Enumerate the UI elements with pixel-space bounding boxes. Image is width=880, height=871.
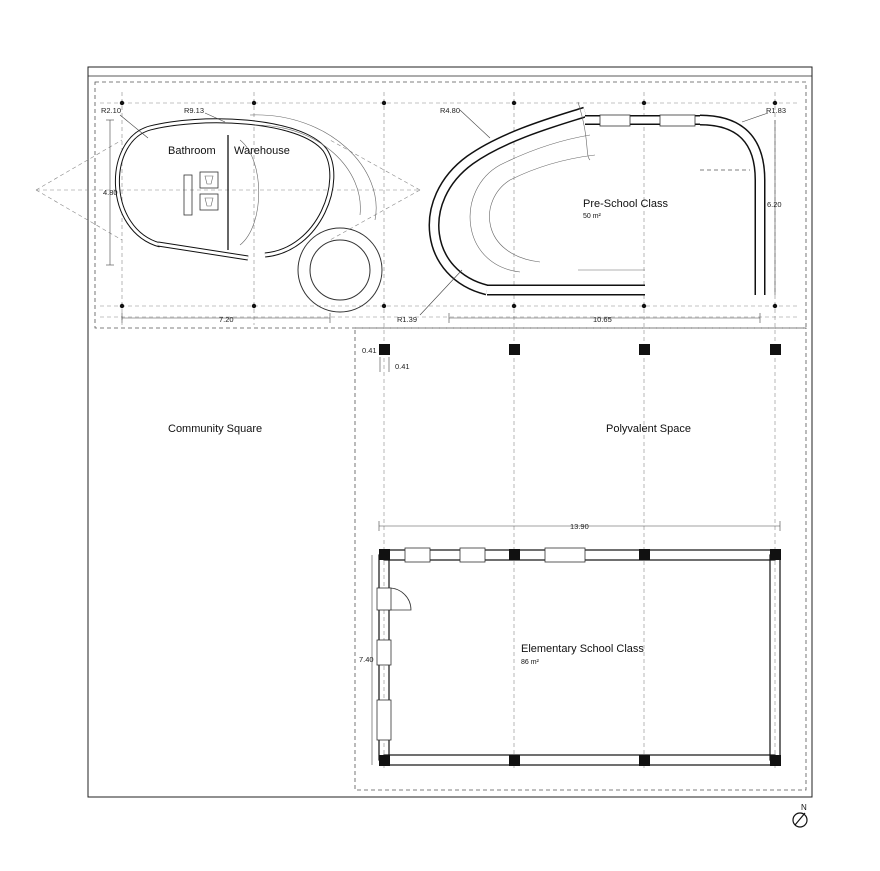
preschool-area: 50 m² bbox=[583, 213, 602, 220]
north-label: N bbox=[801, 803, 807, 812]
community-square-label: Community Square bbox=[168, 423, 262, 435]
bathroom-label: Bathroom bbox=[168, 145, 216, 157]
elementary-area: 86 m² bbox=[521, 659, 540, 666]
bathroom-warehouse-pod bbox=[115, 114, 383, 313]
dim-480: 4.80 bbox=[103, 188, 118, 197]
elementary-label: Elementary School Class bbox=[521, 643, 644, 655]
polyvalent-space-label: Polyvalent Space bbox=[606, 423, 691, 435]
dim-r183: R1.83 bbox=[766, 106, 786, 115]
dim-041-b: 0.41 bbox=[395, 362, 410, 371]
dim-r480: R4.80 bbox=[440, 106, 460, 115]
dim-620: 6.20 bbox=[767, 200, 782, 209]
dim-720: 7.20 bbox=[219, 315, 234, 324]
warehouse-label: Warehouse bbox=[234, 145, 290, 157]
north-arrow-icon: N bbox=[792, 803, 808, 828]
dim-1390: 13.90 bbox=[570, 522, 589, 531]
grid-nodes bbox=[119, 100, 778, 309]
structural-columns bbox=[379, 344, 781, 766]
preschool-walls bbox=[428, 101, 766, 296]
dim-r913: R9.13 bbox=[184, 106, 204, 115]
dim-r139: R1.39 bbox=[397, 315, 417, 324]
structural-grid bbox=[35, 92, 800, 770]
zone-outlines bbox=[94, 81, 807, 791]
dim-r210: R2.10 bbox=[101, 106, 121, 115]
dim-041-a: 0.41 bbox=[362, 346, 377, 355]
dim-1065: 10.65 bbox=[593, 315, 612, 324]
dimension-lines bbox=[106, 109, 781, 765]
elementary-walls bbox=[376, 547, 781, 766]
site-boundary bbox=[87, 66, 813, 798]
dim-740: 7.40 bbox=[359, 655, 374, 664]
preschool-label: Pre-School Class bbox=[583, 198, 668, 210]
